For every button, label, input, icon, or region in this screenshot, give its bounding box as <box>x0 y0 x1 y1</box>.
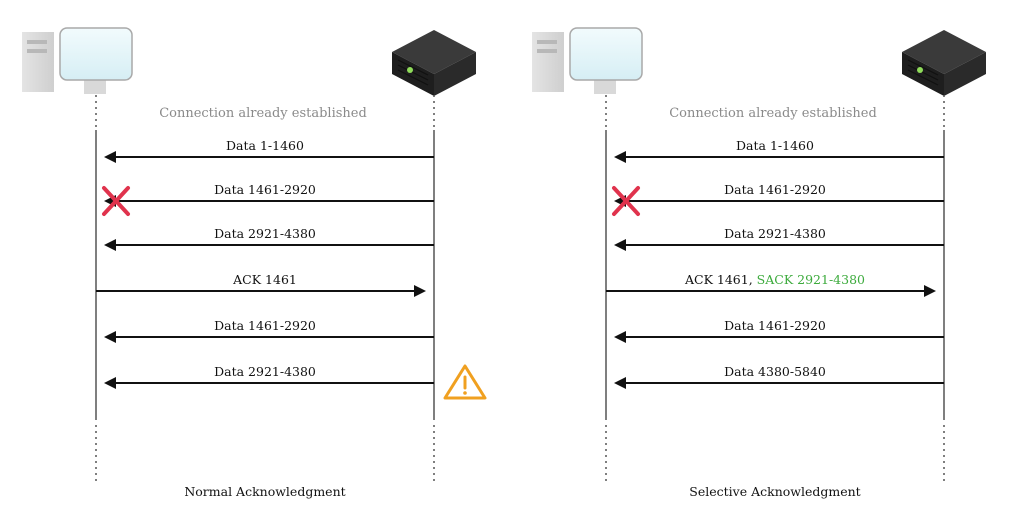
arrow-head <box>614 239 626 251</box>
monitor-screen <box>569 27 643 81</box>
server-status-light <box>917 67 923 73</box>
message-label: Data 2921-4380 <box>214 226 316 241</box>
arrow-head <box>614 377 626 389</box>
monitor-screen <box>59 27 133 81</box>
message-6: Data 4380-5840 <box>614 364 944 389</box>
message-label: Data 1461-2920 <box>214 182 316 197</box>
message-5: Data 1461-2920 <box>614 318 944 343</box>
arrow-head <box>104 239 116 251</box>
message-label-text: Data 4380-5840 <box>724 364 826 379</box>
server-vent <box>907 69 939 86</box>
message-6: Data 2921-4380 <box>104 364 487 400</box>
server-left <box>902 52 944 96</box>
warning-dot <box>463 391 467 395</box>
message-label: Data 1-1460 <box>226 138 304 153</box>
server-status-light <box>407 67 413 73</box>
connection-note: Connection already established <box>159 106 367 121</box>
arrow-head <box>924 285 936 297</box>
message-label-text: ACK 1461 <box>232 272 297 287</box>
message-label: ACK 1461, SACK 2921-4380 <box>684 272 865 287</box>
message-label-text: Data 2921-4380 <box>214 226 316 241</box>
arrow-head <box>104 377 116 389</box>
arrow-head <box>614 331 626 343</box>
server-vent <box>397 69 429 86</box>
message-label-text: Data 1461-2920 <box>724 318 826 333</box>
panel-caption: Normal Acknowledgment <box>184 484 345 499</box>
server-vent <box>907 64 939 81</box>
message-label: Data 1461-2920 <box>214 318 316 333</box>
message-label-text: Data 1-1460 <box>736 138 814 153</box>
arrow-head <box>104 151 116 163</box>
message-label: Data 1461-2920 <box>724 182 826 197</box>
message-label: Data 1-1460 <box>736 138 814 153</box>
message-label: Data 2921-4380 <box>724 226 826 241</box>
client-computer-icon <box>22 27 133 94</box>
message-3: Data 2921-4380 <box>614 226 944 251</box>
warning-triangle <box>443 364 487 400</box>
message-label: ACK 1461 <box>232 272 297 287</box>
message-label-text: Data 1461-2920 <box>214 318 316 333</box>
connection-note: Connection already established <box>669 106 877 121</box>
message-label: Data 2921-4380 <box>214 364 316 379</box>
message-label-text: ACK 1461, <box>684 272 757 287</box>
tower-slot <box>27 49 47 53</box>
tower-slot <box>537 40 557 44</box>
message-3: Data 2921-4380 <box>104 226 434 251</box>
sack-highlight-text: SACK 2921-4380 <box>757 272 865 287</box>
tower-slot <box>27 40 47 44</box>
message-1: Data 1-1460 <box>614 138 944 163</box>
message-label-text: Data 2921-4380 <box>214 364 316 379</box>
message-label: Data 1461-2920 <box>724 318 826 333</box>
panel-caption: Selective Acknowledgment <box>689 484 860 499</box>
arrow-head <box>414 285 426 297</box>
message-4: ACK 1461 <box>96 272 426 297</box>
server-icon <box>392 30 476 96</box>
message-4: ACK 1461, SACK 2921-4380 <box>606 272 936 297</box>
arrow-head <box>104 331 116 343</box>
message-label: Data 4380-5840 <box>724 364 826 379</box>
tower-slot <box>537 49 557 53</box>
server-vent <box>397 59 429 76</box>
message-5: Data 1461-2920 <box>104 318 434 343</box>
x-stroke <box>102 186 130 216</box>
warning-icon <box>443 364 487 400</box>
monitor-stand <box>594 78 616 94</box>
server-vent <box>397 64 429 81</box>
message-2: Data 1461-2920 <box>102 182 434 216</box>
server-left <box>392 52 434 96</box>
monitor-stand <box>84 78 106 94</box>
x-stroke <box>612 186 640 216</box>
lost-packet-x-icon <box>102 186 130 216</box>
message-2: Data 1461-2920 <box>612 182 944 216</box>
server-right <box>944 52 986 96</box>
message-label-text: Data 1461-2920 <box>214 182 316 197</box>
lost-packet-x-icon <box>612 186 640 216</box>
message-label-text: Data 2921-4380 <box>724 226 826 241</box>
client-computer-icon <box>532 27 643 94</box>
message-label-text: Data 1461-2920 <box>724 182 826 197</box>
message-1: Data 1-1460 <box>104 138 434 163</box>
server-icon <box>902 30 986 96</box>
arrow-head <box>614 151 626 163</box>
server-right <box>434 52 476 96</box>
server-vent <box>907 59 939 76</box>
message-label-text: Data 1-1460 <box>226 138 304 153</box>
